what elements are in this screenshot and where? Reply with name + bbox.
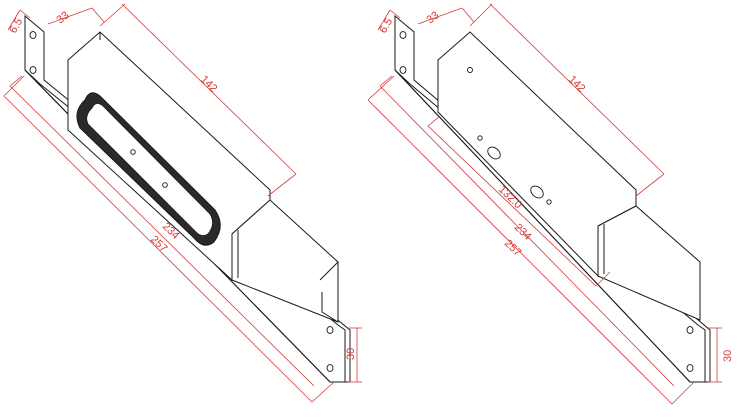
right-dim-flange: 33	[417, 7, 475, 26]
right-ear-hole-mid	[399, 66, 407, 74]
right-dim-height-label: 30	[722, 350, 734, 362]
left-slot-screw-1	[130, 149, 136, 155]
right-hole-small-3	[546, 199, 552, 205]
right-ear-hole-bottom	[686, 364, 694, 372]
left-ear-hole-mid	[29, 66, 37, 74]
left-slot-screw-2	[162, 182, 168, 188]
right-hole-small-2	[477, 135, 483, 141]
left-dim-overall-label: 257	[148, 234, 170, 255]
left-dim-height-label: 30	[345, 348, 357, 360]
right-hole-small-1	[467, 67, 473, 73]
right-dim-flange-label: 33	[424, 9, 441, 26]
left-rear-step	[319, 261, 339, 323]
left-dim-flange-label: 33	[54, 9, 71, 26]
left-bracket-view: 6.5 33 142 234 257	[3, 3, 362, 403]
right-bottom-rail	[394, 69, 706, 383]
left-bottom-rail	[24, 69, 346, 383]
right-dim-overall-label: 257	[502, 238, 524, 259]
right-hole-slot-1	[487, 146, 501, 160]
left-dim-flange: 33	[47, 7, 105, 26]
left-dim-offset-label: 6.5	[7, 16, 25, 35]
left-dim-window-label: 142	[198, 74, 220, 95]
left-dim-height: 30	[345, 327, 362, 383]
right-bracket-view: 6.5 33 142 132.0 234	[367, 3, 734, 405]
left-ear-hole-lower	[326, 326, 334, 334]
right-ear-hole-lower	[686, 326, 694, 334]
right-dim-window-label: 142	[566, 74, 588, 95]
left-ear-hole-top	[29, 31, 37, 39]
right-dim-offset-label: 6.5	[377, 16, 395, 35]
right-ear-hole-top	[399, 31, 407, 39]
left-vent-slot	[76, 92, 221, 246]
left-ear-hole-bottom	[326, 364, 334, 372]
right-dim-height: 30	[708, 327, 734, 383]
right-hole-slot-2	[530, 185, 544, 199]
right-rear-box	[597, 205, 701, 321]
